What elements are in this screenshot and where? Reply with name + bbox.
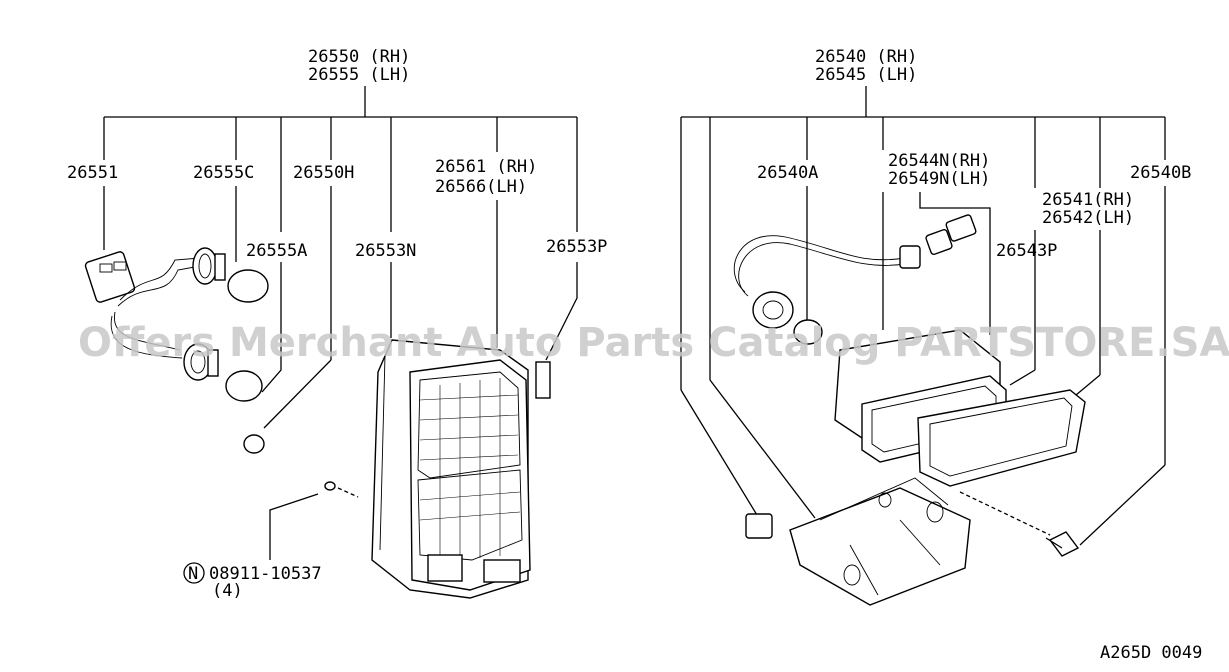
part-label-26550h: 26550H [293, 163, 354, 183]
part-label-26543p: 26543P [996, 241, 1057, 261]
left-leader-lines [103, 186, 578, 429]
bolt-part-number: 08911-10537 [209, 564, 322, 584]
socket-harness [84, 247, 359, 498]
license-lamp-socket [733, 214, 977, 345]
watermark-text: Offers Merchant Auto Parts Catalog PARTS… [78, 320, 1229, 366]
part-label-26540b: 26540B [1130, 163, 1191, 183]
part-label-26553p: 26553P [546, 237, 607, 257]
right-assembly-label-rh: 26540 (RH) [815, 47, 917, 67]
part-label-26553n: 26553N [355, 241, 416, 261]
part-label-26561-rh: 26561 (RH) [435, 157, 537, 177]
part-label-26566-lh: 26566(LH) [435, 177, 527, 197]
left-assembly-label-rh: 26550 (RH) [308, 47, 410, 67]
part-label-26555a: 26555A [246, 241, 307, 261]
diagram-code: A265D 0049 [1100, 643, 1202, 663]
bolt-quantity: (4) [212, 581, 243, 601]
left-assembly-label-lh: 26555 (LH) [308, 65, 410, 85]
part-label-26555c: 26555C [193, 163, 254, 183]
part-label-26551: 26551 [67, 163, 118, 183]
left-callout-tree: 26550 (RH) 26555 (LH) [103, 47, 578, 232]
part-label-26541-rh: 26541(RH) [1042, 190, 1134, 210]
right-assembly-label-lh: 26545 (LH) [815, 65, 917, 85]
right-callout-tree: 26540 (RH) 26545 (LH) [680, 47, 1166, 521]
part-label-26540a: 26540A [757, 163, 818, 183]
tail-lamp-body [371, 339, 551, 599]
part-label-26544n-rh: 26544N(RH) [888, 151, 990, 171]
license-lamp-housing [834, 329, 1086, 487]
part-label-26542-lh: 26542(LH) [1042, 208, 1134, 228]
bolt-callout: N 08911-10537 (4) [183, 493, 322, 601]
right-leader-lines [806, 186, 1166, 546]
bolt-callout-letter: N [188, 564, 198, 584]
license-lamp-bracket [745, 477, 1080, 606]
part-label-26549n-lh: 26549N(LH) [888, 169, 990, 189]
